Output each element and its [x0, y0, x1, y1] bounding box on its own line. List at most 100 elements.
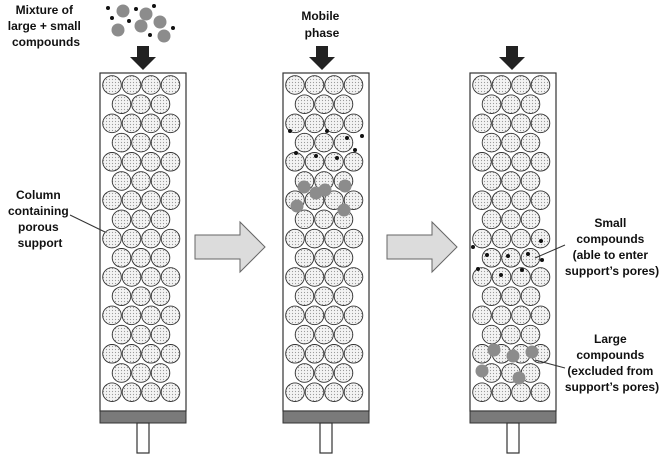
support-bead: [111, 94, 132, 114]
large-compounds-label: Large compounds (excluded from support’s…: [565, 332, 659, 394]
large-compound: [338, 179, 352, 193]
support-bead: [520, 94, 541, 114]
support-bead: [102, 305, 122, 326]
support-bead: [501, 171, 521, 191]
large-compound: [297, 180, 311, 194]
support-bead: [520, 132, 541, 153]
support-bead: [141, 190, 161, 210]
small-compound: [148, 33, 152, 37]
support-bead: [160, 382, 181, 402]
right-arrow-icon: [386, 220, 458, 274]
support-bead: [141, 305, 161, 326]
support-bead: [102, 152, 122, 172]
support-bead: [294, 132, 315, 153]
support-bead: [491, 75, 512, 95]
support-bead: [324, 344, 344, 364]
down-arrow-icon: [130, 46, 156, 70]
support-bead: [511, 75, 531, 95]
support-bead: [314, 363, 334, 383]
support-bead: [501, 209, 521, 230]
support-bead: [343, 305, 364, 326]
support-bead: [304, 382, 325, 402]
support-bead: [530, 305, 551, 326]
small-compound: [288, 129, 292, 133]
support-bead: [160, 228, 181, 249]
support-bead: [520, 248, 541, 268]
support-bead: [121, 267, 142, 287]
support-bead: [131, 171, 151, 191]
support-bead: [111, 248, 132, 268]
support-bead: [343, 75, 364, 95]
support-bead: [304, 344, 325, 364]
support-bead: [141, 382, 161, 402]
down-arrow-icon: [309, 46, 335, 70]
support-bead: [121, 344, 142, 364]
small-compound: [540, 258, 544, 262]
support-bead: [511, 152, 531, 172]
mixture-label: Mixture of large + small compounds: [8, 3, 84, 49]
large-compound: [309, 186, 323, 200]
support-bead: [121, 382, 142, 402]
support-bead: [111, 286, 132, 306]
small-compound: [325, 129, 329, 133]
support-bead: [530, 190, 551, 210]
support-bead: [160, 344, 181, 364]
support-bead: [511, 305, 531, 326]
support-bead: [472, 75, 492, 95]
support-bead: [160, 305, 181, 326]
support-bead: [150, 248, 171, 268]
small-compound: [106, 6, 110, 10]
support-bead: [285, 113, 305, 134]
large-compound: [475, 364, 489, 378]
support-bead: [491, 228, 512, 249]
support-bead: [501, 94, 521, 114]
support-bead: [501, 248, 521, 268]
large-compound: [111, 23, 125, 37]
support-bead: [501, 132, 521, 153]
support-bead: [511, 382, 531, 402]
support-bead: [131, 248, 151, 268]
mobile-phase-label: Mobile phase: [301, 9, 342, 40]
support-bead: [131, 94, 151, 114]
small-compound: [152, 4, 156, 8]
small-compounds-label: Small compounds (able to enter support’s…: [565, 216, 659, 278]
support-bead: [121, 228, 142, 249]
support-bead: [520, 324, 541, 345]
support-bead: [333, 286, 354, 306]
large-compound: [487, 343, 501, 357]
support-bead: [304, 152, 325, 172]
support-bead: [141, 113, 161, 134]
small-compound: [345, 136, 349, 140]
support-bead: [150, 132, 171, 153]
large-callout-line: [534, 359, 566, 369]
support-bead: [285, 344, 305, 364]
large-compound: [290, 199, 304, 213]
support-bead: [481, 132, 502, 153]
support-bead: [314, 209, 334, 230]
small-compound: [127, 19, 131, 23]
support-bead: [481, 171, 502, 191]
support-bead: [481, 286, 502, 306]
support-bead: [324, 190, 344, 210]
support-bead: [324, 228, 344, 249]
support-bead: [333, 132, 354, 153]
support-bead: [530, 113, 551, 134]
small-compound: [499, 273, 503, 277]
support-bead: [141, 267, 161, 287]
support-bead: [304, 305, 325, 326]
support-bead: [520, 209, 541, 230]
support-bead: [511, 113, 531, 134]
support-bead: [511, 190, 531, 210]
small-callout-line: [534, 244, 566, 259]
support-bead: [285, 382, 305, 402]
support-bead: [481, 209, 502, 230]
small-compound: [526, 252, 530, 256]
support-bead: [111, 363, 132, 383]
support-bead: [150, 94, 171, 114]
small-compound: [520, 268, 524, 272]
column-separated: [469, 72, 557, 454]
support-bead: [324, 267, 344, 287]
support-bead: [102, 113, 122, 134]
support-bead: [314, 94, 334, 114]
